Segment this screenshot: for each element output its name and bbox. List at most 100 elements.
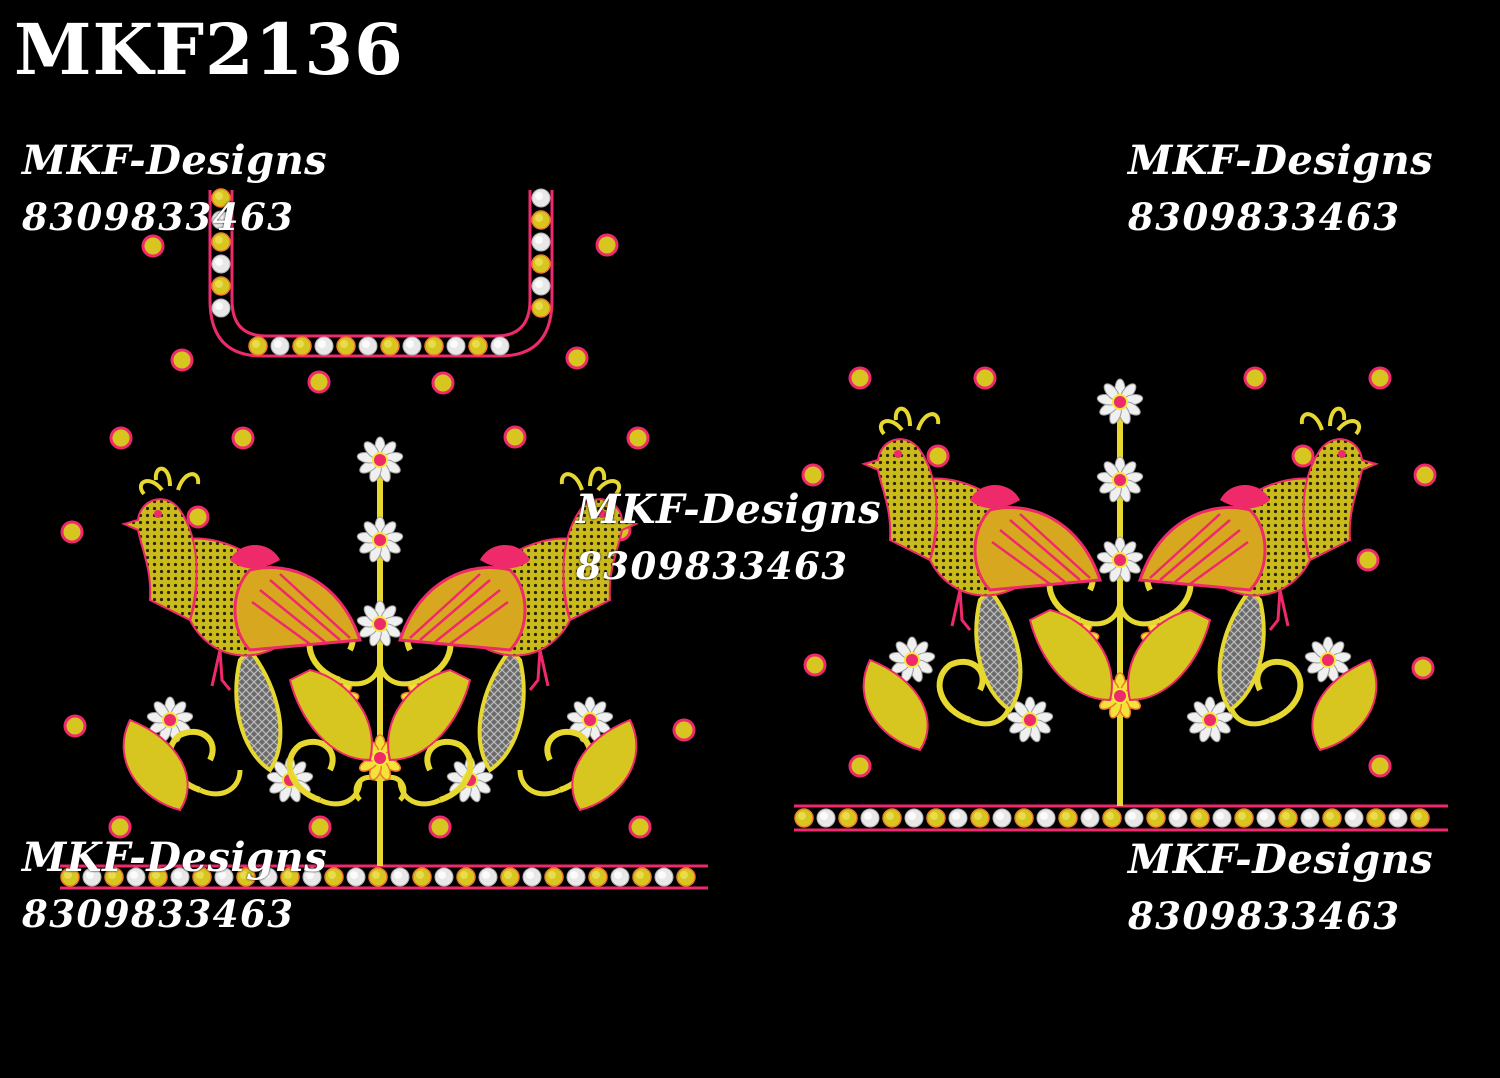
bead <box>1080 808 1100 828</box>
bead <box>390 867 410 887</box>
bead <box>654 867 674 887</box>
bead <box>1366 808 1386 828</box>
bead <box>358 336 378 356</box>
bead <box>314 336 334 356</box>
watermark-brand: MKF-Designs <box>22 137 328 184</box>
scatter-dot <box>926 444 950 468</box>
neckline-border <box>208 188 554 358</box>
watermark-phone: 8309833463 <box>22 892 295 936</box>
bead <box>904 808 924 828</box>
watermark-brand: MKF-Designs <box>576 486 882 533</box>
bead <box>531 188 551 208</box>
bead <box>478 867 498 887</box>
scatter-dot <box>1368 754 1392 778</box>
right-peacock-motif <box>862 378 1378 806</box>
scatter-dot <box>973 366 997 390</box>
bead <box>446 336 466 356</box>
bead <box>1300 808 1320 828</box>
scatter-dot <box>1368 366 1392 390</box>
bead <box>402 336 422 356</box>
bead <box>816 808 836 828</box>
bead <box>1036 808 1056 828</box>
bead <box>248 336 268 356</box>
bead <box>970 808 990 828</box>
watermark-phone: 8309833463 <box>1128 894 1401 938</box>
scatter-dot <box>848 754 872 778</box>
watermark-top-right: MKF-Designs 8309833463 <box>1128 133 1433 245</box>
watermark-bottom-right: MKF-Designs 8309833463 <box>1128 832 1433 944</box>
scatter-dot <box>109 426 133 450</box>
scatter-dot <box>428 815 452 839</box>
watermark-top-left: MKF-Designs 8309833463 <box>22 133 327 245</box>
bead <box>468 336 488 356</box>
left-peacock-motif <box>122 436 638 866</box>
bead <box>1168 808 1188 828</box>
scatter-dot <box>170 348 194 372</box>
scatter-dot <box>672 718 696 742</box>
bead <box>1124 808 1144 828</box>
bead <box>1058 808 1078 828</box>
bead <box>1322 808 1342 828</box>
watermark-brand: MKF-Designs <box>1128 836 1434 883</box>
bead <box>948 808 968 828</box>
bead <box>838 808 858 828</box>
bead <box>292 336 312 356</box>
bead <box>531 254 551 274</box>
scatter-dot <box>503 425 527 449</box>
bead <box>500 867 520 887</box>
bead <box>610 867 630 887</box>
scatter-dot <box>1411 656 1435 680</box>
bead <box>380 336 400 356</box>
scatter-dot <box>231 426 255 450</box>
bead <box>424 336 444 356</box>
scatter-dot <box>60 520 84 544</box>
watermark-center: MKF-Designs 8309833463 <box>576 482 881 594</box>
bead <box>211 254 231 274</box>
scatter-dot <box>186 505 210 529</box>
bead <box>211 276 231 296</box>
scatter-dot <box>1291 444 1315 468</box>
scatter-dot <box>803 653 827 677</box>
bead <box>860 808 880 828</box>
scatter-dot <box>307 370 331 394</box>
scatter-dot <box>1243 366 1267 390</box>
bead <box>211 298 231 318</box>
bead <box>1212 808 1232 828</box>
bead <box>1410 808 1430 828</box>
watermark-brand: MKF-Designs <box>1128 137 1434 184</box>
scatter-dot <box>1413 463 1437 487</box>
scatter-dot <box>431 371 455 395</box>
bead <box>531 276 551 296</box>
bead <box>1234 808 1254 828</box>
bead <box>456 867 476 887</box>
bead <box>1388 808 1408 828</box>
watermark-phone: 8309833463 <box>576 544 849 588</box>
watermark-phone: 8309833463 <box>22 195 295 239</box>
bead <box>1190 808 1210 828</box>
bead <box>1278 808 1298 828</box>
bead <box>270 336 290 356</box>
bead <box>676 867 696 887</box>
scatter-dot <box>626 426 650 450</box>
bead <box>588 867 608 887</box>
bead <box>531 232 551 252</box>
bead <box>794 808 814 828</box>
bead <box>1146 808 1166 828</box>
bead <box>992 808 1012 828</box>
scatter-dot <box>628 815 652 839</box>
bead <box>346 867 366 887</box>
bead <box>1344 808 1364 828</box>
bead <box>522 867 542 887</box>
scatter-dot <box>565 346 589 370</box>
bead <box>632 867 652 887</box>
design-code: MKF2136 <box>14 8 404 91</box>
bead <box>1256 808 1276 828</box>
bead <box>368 867 388 887</box>
bead <box>882 808 902 828</box>
bead <box>412 867 432 887</box>
right-panel-border <box>794 804 1448 832</box>
bead <box>566 867 586 887</box>
bead <box>531 298 551 318</box>
bead <box>544 867 564 887</box>
bead <box>336 336 356 356</box>
